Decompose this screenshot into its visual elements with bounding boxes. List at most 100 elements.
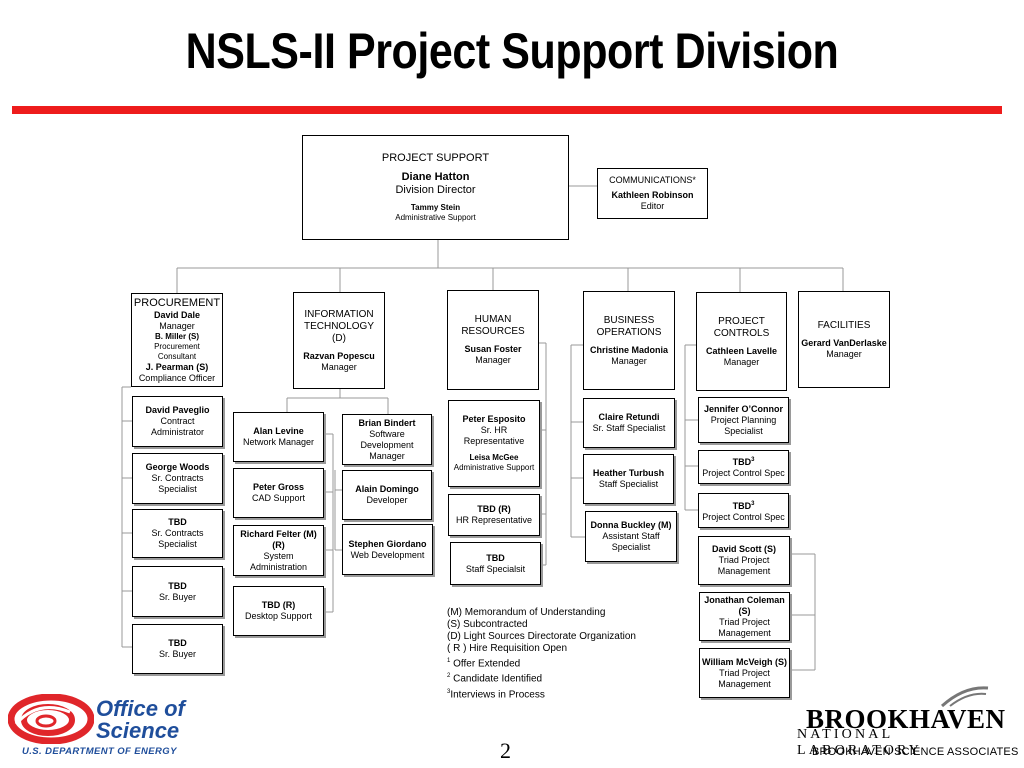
staff-box: Peter Gross CAD Support [233, 468, 324, 518]
staff-box: William McVeigh (S) Triad Project Manage… [699, 648, 790, 698]
staff-title: HR Representative [455, 515, 533, 525]
staff-title: Triad Project Management [717, 555, 771, 576]
legend: (M) Memorandum of Understanding (S) Subc… [447, 607, 636, 701]
staff-box: Brian Bindert Software Development Manag… [342, 414, 432, 465]
staff-title: Administrative Support [453, 463, 535, 472]
legend-text: (M) Memorandum of Understanding [447, 607, 606, 618]
staff-name: Peter Gross [252, 482, 305, 492]
staff-box: TBD Sr. Contracts Specialist [132, 509, 223, 558]
compliance-officer-title: Compliance Officer [138, 372, 216, 383]
staff-box: David Scott (S) Triad Project Management [698, 536, 790, 585]
staff-title: Triad Project Management [718, 616, 771, 638]
staff-name: Jonathan Coleman (S) [704, 594, 785, 616]
office-of-science-line2: Science [96, 718, 180, 743]
staff-box: Jonathan Coleman (S) Triad Project Manag… [699, 592, 790, 641]
staff-box: TBD3 Project Control Spec [698, 493, 789, 528]
staff-box: Stephen Giordano Web Development [342, 524, 433, 575]
director-title: Division Director [395, 184, 476, 196]
staff-name: Brian Bindert [358, 417, 416, 428]
facilities-head-name: Gerard VanDerlaske [801, 337, 887, 348]
staff-name: TBD3 [733, 455, 755, 468]
procurement-head-name: David Dale [153, 309, 201, 320]
office-of-science-line1: Office of [96, 696, 185, 721]
facilities-head-box: FACILITIES Gerard VanDerlaske Manager [798, 291, 890, 388]
legend-text: (D) Light Sources Directorate Organizati… [447, 631, 636, 642]
staff-title: Triad Project Management [718, 667, 771, 689]
legend-item: 1 Offer Extended [447, 655, 636, 670]
staff-title: Sr. Buyer [158, 591, 196, 602]
it-head-name: Razvan Popescu [303, 350, 375, 361]
staff-name-text: TBD [732, 457, 752, 467]
staff-name: Heather Turbush [592, 468, 665, 478]
staff-title: Sr. Staff Specialist [592, 423, 666, 433]
facilities-head-title: Manager [826, 348, 862, 359]
project-support-director-box: PROJECT SUPPORT Diane Hatton Division Di… [302, 135, 569, 240]
staff-title: CAD Support [251, 493, 306, 503]
it-heading: INFORMATION TECHNOLOGY (D) [303, 308, 374, 344]
controls-head-title: Manager [723, 356, 760, 367]
staff-name: TBD (R) [261, 600, 296, 610]
legend-item: (S) Subcontracted [447, 619, 636, 631]
communications-title: Editor [640, 201, 665, 211]
staff-title: Sr. HR Representative [463, 425, 525, 446]
staff-name-text: TBD [732, 500, 752, 511]
staff-title: Assistant Staff Specialist [602, 531, 660, 552]
staff-box: TBD Sr. Buyer [132, 624, 223, 674]
office-of-science-swirl-icon [8, 694, 94, 744]
staff-title: Project Planning Specialist [710, 414, 777, 436]
facilities-heading: FACILITIES [817, 319, 871, 331]
staff-box: TBD Staff Specialsit [450, 542, 541, 585]
procurement-heading: PROCUREMENT [133, 296, 221, 309]
staff-title: Staff Specialist [598, 479, 659, 489]
controls-head-box: PROJECT CONTROLS Cathleen Lavelle Manage… [696, 292, 787, 391]
staff-name: William McVeigh (S) [702, 656, 787, 667]
staff-box: Alan Levine Network Manager [233, 412, 324, 462]
staff-box: Jennifer O’Connor Project Planning Speci… [698, 397, 789, 443]
staff-name: Jennifer O’Connor [703, 403, 783, 414]
staff-title: Project Control Spec [702, 511, 785, 522]
staff-box: Peter Esposito Sr. HR Representative Lei… [448, 400, 540, 487]
staff-name: TBD3 [733, 499, 755, 512]
staff-box: David Paveglio Contract Administrator [132, 396, 223, 447]
staff-title: Web Development [350, 549, 425, 560]
hr-head-title: Manager [475, 355, 511, 365]
communications-heading: COMMUNICATIONS* [609, 175, 696, 185]
page-number: 2 [500, 738, 511, 763]
legend-footnote-mark: 1 [447, 658, 451, 664]
staff-footnote-mark: 3 [751, 500, 755, 507]
staff-box: Richard Felter (M) (R) System Administra… [233, 525, 324, 576]
staff-name: Leisa McGee [469, 453, 519, 462]
staff-box: TBD3 Project Control Spec [698, 450, 789, 484]
staff-name: Peter Esposito [462, 414, 526, 424]
legend-item: 2 Candidate Identified [447, 670, 636, 685]
business-head-title: Manager [611, 355, 647, 366]
director-name: Diane Hatton [401, 171, 470, 183]
staff-box: George Woods Sr. Contracts Specialist [132, 453, 223, 504]
assistant-name: Tammy Stein [410, 203, 461, 212]
staff-box: TBD (R) HR Representative [448, 494, 540, 536]
staff-title: Staff Specialsit [465, 563, 526, 574]
staff-name: TBD (R) [477, 504, 511, 514]
hr-head-name: Susan Foster [464, 344, 522, 354]
legend-item: ( R ) Hire Requisition Open [447, 643, 636, 655]
doe-label: U.S. DEPARTMENT OF ENERGY [22, 746, 177, 757]
staff-name: Stephen Giordano [348, 538, 427, 549]
legend-text: Offer Extended [450, 658, 521, 670]
it-head-title: Manager [321, 361, 357, 372]
business-head-name: Christine Madonia [589, 344, 668, 355]
staff-title: Sr. Buyer [158, 649, 196, 659]
staff-box: Claire Retundi Sr. Staff Specialist [583, 398, 675, 448]
legend-item: (D) Light Sources Directorate Organizati… [447, 631, 636, 643]
staff-footnote-mark: 3 [751, 457, 755, 463]
staff-box: TBD Sr. Buyer [132, 566, 223, 617]
communications-box: COMMUNICATIONS* Kathleen Robinson Editor [597, 168, 708, 219]
staff-name: Alain Domingo [355, 484, 419, 494]
legend-text: Interviews in Process [450, 688, 545, 700]
staff-name: TBD [486, 552, 505, 563]
brookhaven-wordmark: BROOKHAVEN [806, 704, 1006, 734]
brookhaven-swoosh-icon [940, 686, 989, 708]
staff-title: Desktop Support [244, 611, 313, 621]
hr-head-box: HUMAN RESOURCES Susan Foster Manager [447, 290, 539, 390]
business-head-box: BUSINESS OPERATIONS Christine Madonia Ma… [583, 291, 675, 390]
